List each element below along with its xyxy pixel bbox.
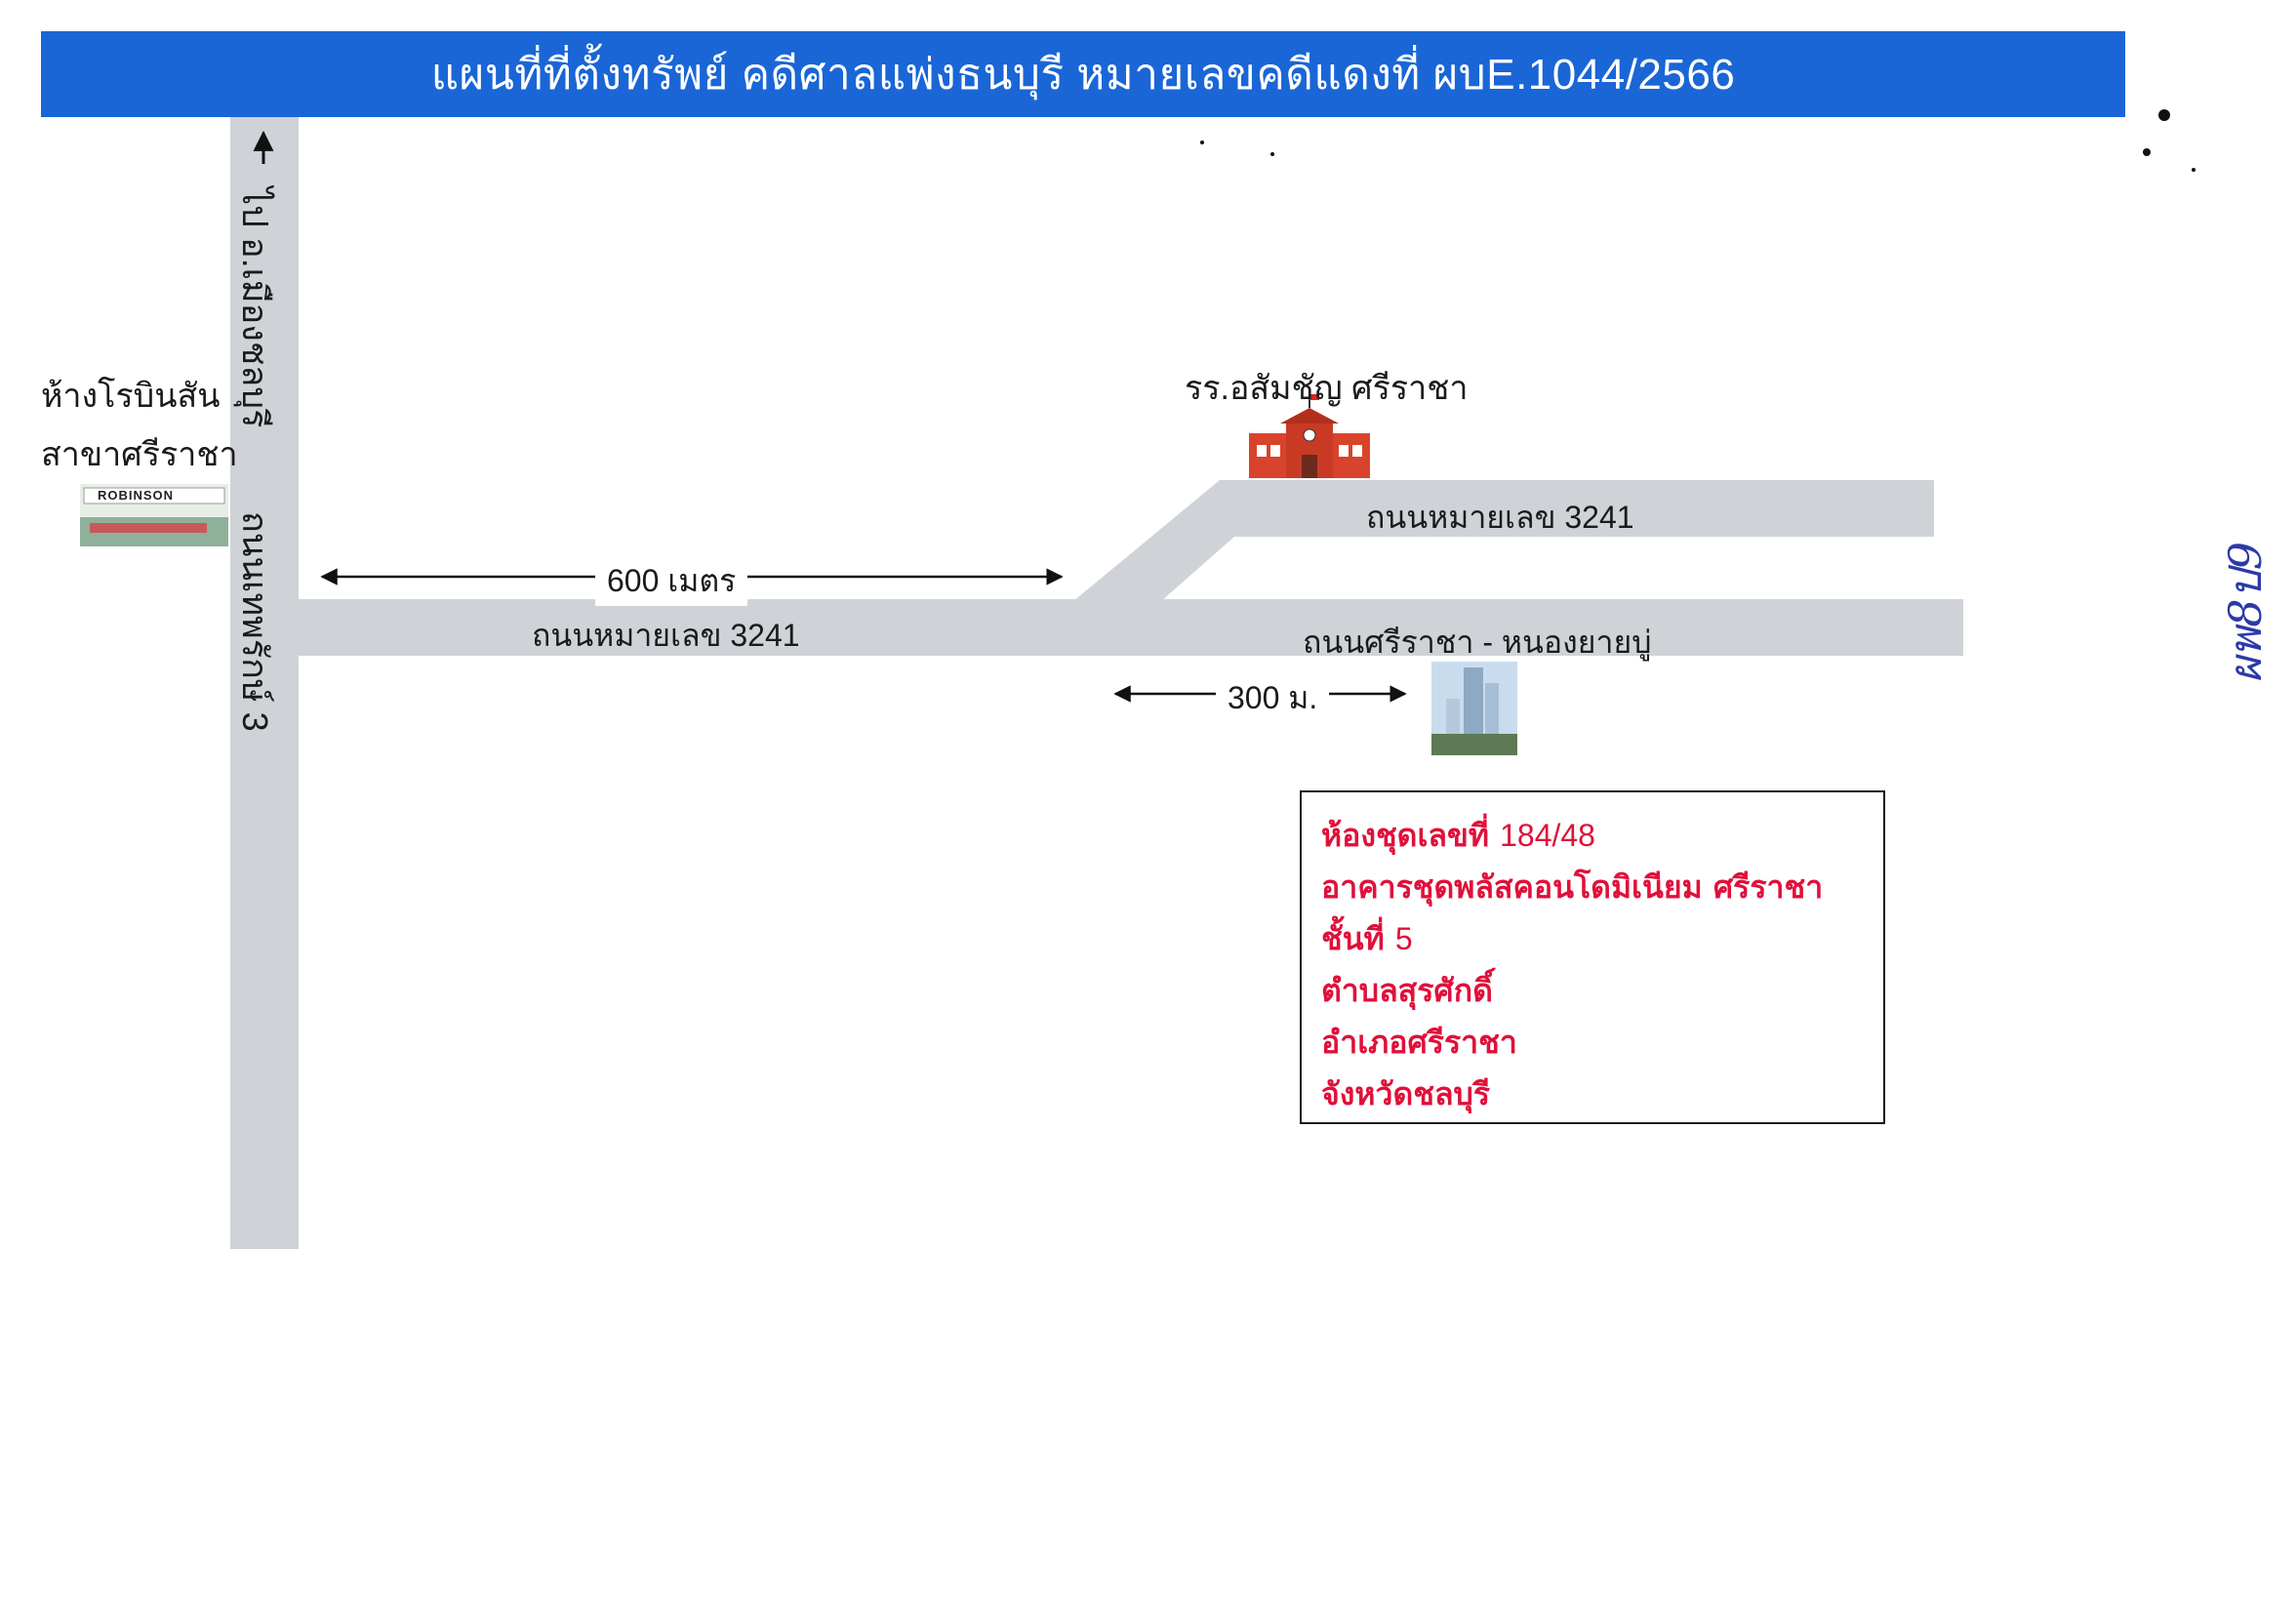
distance-300: 300 ม. — [1216, 673, 1330, 723]
property-unit-number: 184/48 — [1500, 818, 1595, 853]
handwritten-note: ผพ8ป9 — [2219, 541, 2272, 683]
scan-speck — [2143, 148, 2151, 156]
property-unit-label: ห้องชุดเลขที่ — [1321, 817, 1489, 854]
property-subdistrict: ตำบลสุรศักดิ์ — [1321, 972, 1493, 1009]
school-name: รร.อสัมชัญ ศรีราชา — [1185, 370, 1469, 407]
property-district: อำเภอศรีราชา — [1321, 1024, 1517, 1061]
upper-road-name: ถนนหมายเลข 3241 — [1366, 500, 1634, 535]
condo-building-icon — [1431, 662, 1517, 755]
main-road-right-name: ถนนศรีราชา - หนองยายบู่ — [1303, 625, 1652, 660]
mall-photo-icon — [80, 484, 228, 546]
property-floor-line: ชั้นที่ 5 — [1321, 913, 1864, 965]
scan-speck — [1200, 141, 1204, 144]
property-info-box: ห้องชุดเลขที่ 184/48 อาคารชุดพลัสคอนโดมิ… — [1300, 790, 1885, 1124]
property-building: อาคารชุดพลัสคอนโดมิเนียม ศรีราชา — [1321, 868, 1824, 906]
scan-speck — [2192, 168, 2195, 172]
property-unit-line: ห้องชุดเลขที่ 184/48 — [1321, 810, 1864, 862]
school-building-icon — [1249, 394, 1370, 478]
upper-road — [1073, 480, 1934, 601]
map-title: แผนที่ที่ตั้งทรัพย์ คดีศาลแพ่งธนบุรี หมา… — [430, 51, 1736, 99]
main-road — [230, 599, 1963, 656]
map-title-bar: แผนที่ที่ตั้งทรัพย์ คดีศาลแพ่งธนบุรี หมา… — [41, 31, 2125, 117]
mall-name-line2: สาขาศรีราชา — [41, 436, 238, 473]
mall-name-line1: ห้างโรบินสัน — [41, 378, 221, 415]
property-province: จังหวัดชลบุรี — [1321, 1075, 1491, 1112]
scan-speck — [2158, 109, 2170, 121]
distance-600: 600 เมตร — [595, 556, 748, 606]
main-road-left-name: ถนนหมายเลข 3241 — [532, 618, 800, 653]
direction-note: ไป อ.เมืองชลบุรี — [235, 187, 275, 428]
scan-speck — [1270, 152, 1274, 156]
mall-sign: ROBINSON — [98, 488, 175, 503]
property-floor-label: ชั้นที่ — [1321, 920, 1385, 957]
vertical-road-name: ถนนเทพรักษ์ 3 — [235, 511, 275, 732]
property-floor-number: 5 — [1394, 921, 1413, 956]
vertical-road — [230, 117, 299, 1249]
